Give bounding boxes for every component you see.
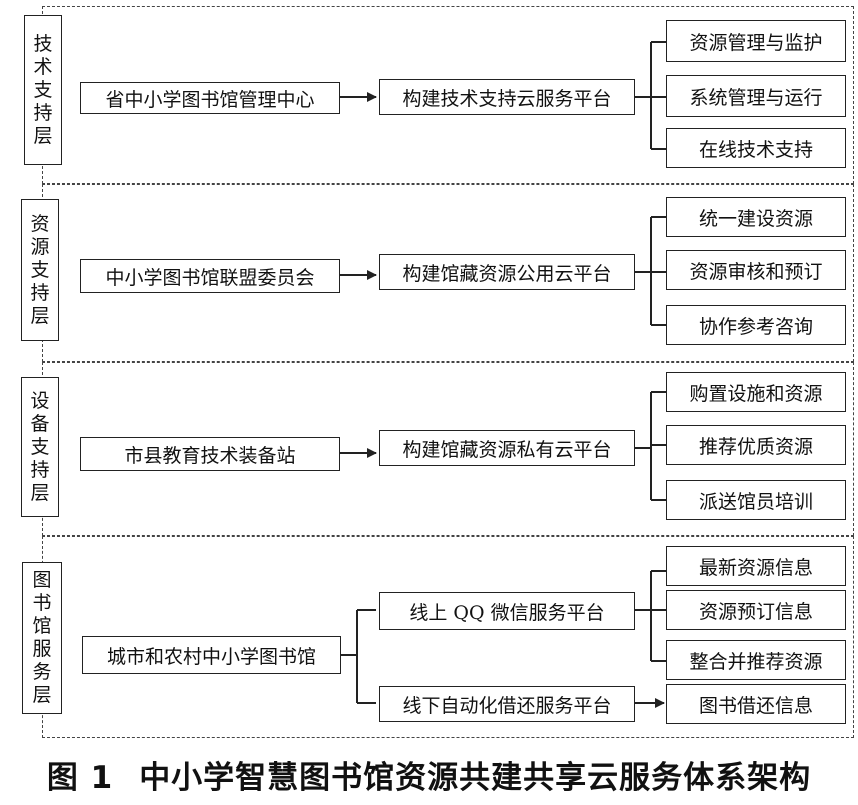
output-box-service-4: 图书借还信息: [666, 684, 846, 724]
output-box-service-1: 最新资源信息: [666, 546, 846, 586]
layer-label-equipment: 设备支持层: [21, 377, 59, 517]
platform-box-equipment: 构建馆藏资源私有云平台: [379, 430, 635, 466]
platform-box-online: 线上 QQ 微信服务平台: [379, 592, 635, 630]
output-box-equipment-2: 推荐优质资源: [666, 425, 846, 465]
output-box-tech-3: 在线技术支持: [666, 128, 846, 168]
output-box-equipment-1: 购置设施和资源: [666, 372, 846, 412]
output-box-equipment-3: 派送馆员培训: [666, 480, 846, 520]
platform-box-offline: 线下自动化借还服务平台: [379, 686, 635, 722]
layer-label-text: 设备支持层: [30, 389, 50, 504]
source-box-resource: 中小学图书馆联盟委员会: [80, 259, 340, 293]
source-box-service: 城市和农村中小学图书馆: [82, 636, 341, 674]
figure-title: 中小学智慧图书馆资源共建共享云服务体系架构: [139, 760, 812, 796]
output-box-resource-2: 资源审核和预订: [666, 250, 846, 290]
output-box-resource-1: 统一建设资源: [666, 197, 846, 237]
layer-label-text: 图书馆服务层: [32, 569, 52, 706]
platform-box-tech: 构建技术支持云服务平台: [379, 79, 635, 115]
layer-label-resource: 资源支持层: [21, 199, 59, 341]
layer-label-service: 图书馆服务层: [22, 562, 62, 714]
layer-label-tech: 技术支持层: [24, 15, 62, 165]
figure-number: 图 1: [46, 760, 114, 796]
layer-label-text: 资源支持层: [30, 212, 50, 327]
output-box-service-2: 资源预订信息: [666, 590, 846, 630]
source-box-equipment: 市县教育技术装备站: [80, 437, 340, 471]
output-box-resource-3: 协作参考咨询: [666, 305, 846, 345]
platform-box-resource: 构建馆藏资源公用云平台: [379, 254, 635, 290]
output-box-service-3: 整合并推荐资源: [666, 640, 846, 680]
output-box-tech-2: 系统管理与运行: [666, 75, 846, 117]
figure-caption: 图 1 中小学智慧图书馆资源共建共享云服务体系架构: [0, 752, 858, 797]
output-box-tech-1: 资源管理与监护: [666, 20, 846, 62]
source-box-tech: 省中小学图书馆管理中心: [80, 82, 340, 114]
layer-label-text: 技术支持层: [33, 32, 53, 147]
